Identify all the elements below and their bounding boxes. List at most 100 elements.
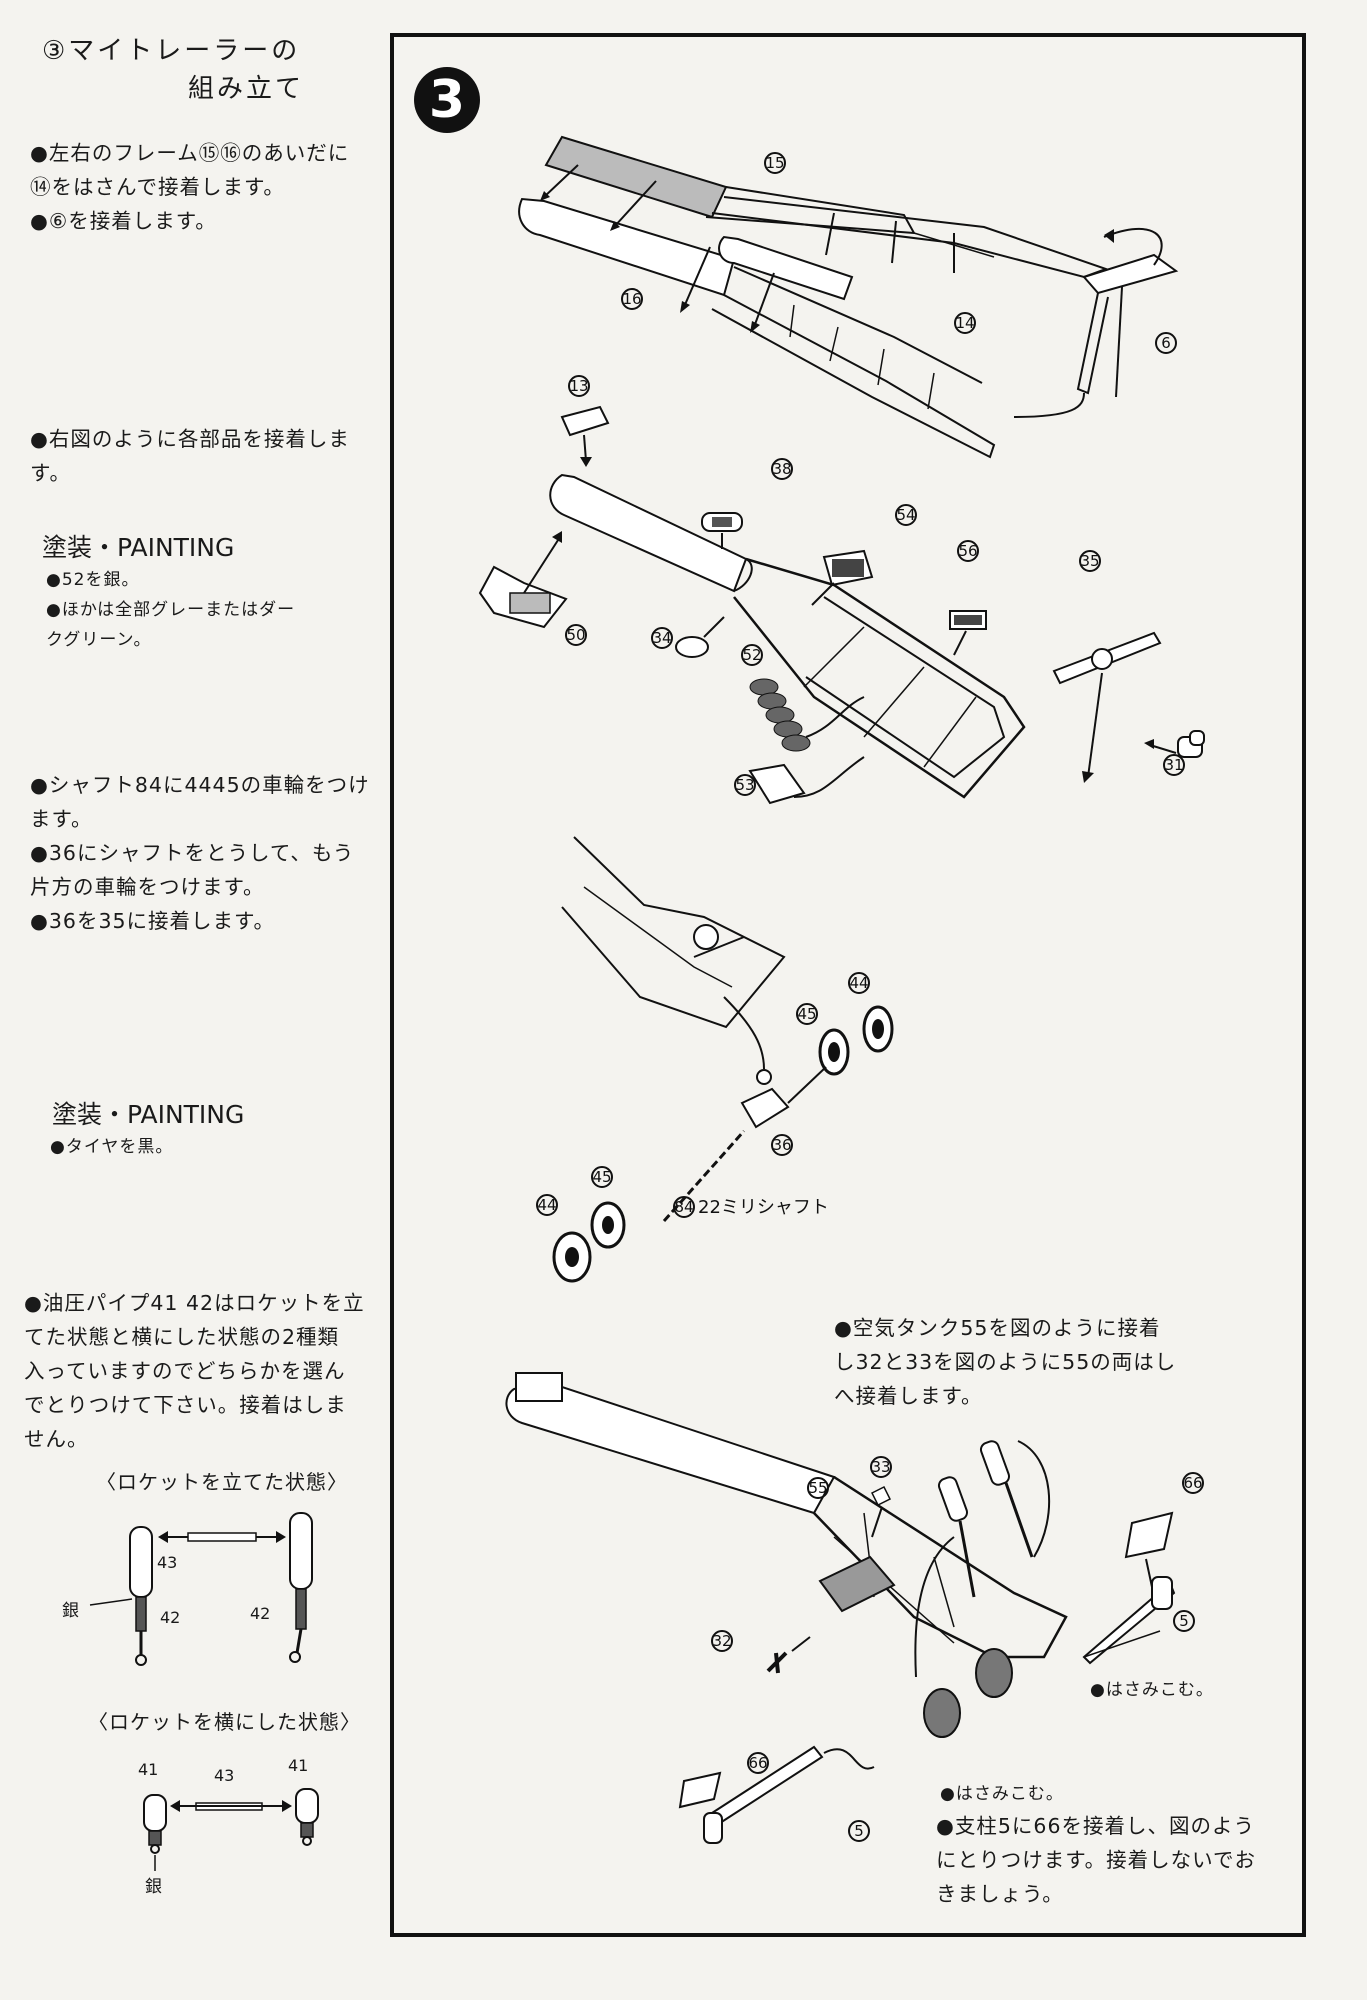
air-tank-line3: へ接着します。 [834, 1384, 983, 1408]
section-heading-line2: 組み立て [188, 74, 305, 104]
callout-33: 33 [871, 1458, 890, 1476]
part-34 [675, 616, 725, 658]
callout-14: 14 [955, 314, 974, 332]
part-number-42: 42 [250, 1604, 271, 1623]
part-36 [723, 996, 790, 1129]
part-56 [949, 610, 987, 656]
callout-52: 52 [742, 646, 761, 664]
air-tank-line2: し32と33を図のように55の両はし [834, 1350, 1177, 1374]
part-number-41: 41 [138, 1760, 159, 1779]
part-number-43: 43 [214, 1766, 235, 1785]
step4-line2: てた状態と横にした状態の2種類 [24, 1325, 340, 1349]
strut-5-bottom [703, 1745, 875, 1844]
part-callouts: 15 16 14 6 13 38 54 56 35 50 34 52 53 31… [536, 152, 1204, 1842]
step3-line2: ます。 [30, 807, 93, 831]
label-silver: 銀 [145, 1877, 162, 1897]
callout-35: 35 [1080, 552, 1099, 570]
strut-line3: きましょう。 [936, 1882, 1064, 1906]
part-52 [749, 678, 865, 752]
callout-66: 66 [1183, 1474, 1202, 1492]
strut-line1: ●支柱5に66を接着し、図のよう [936, 1814, 1256, 1838]
shaft-label: 22ミリシャフト [698, 1197, 829, 1218]
callout-38: 38 [772, 460, 791, 478]
callout-44: 44 [849, 974, 868, 992]
pipe-41-right [295, 1788, 319, 1846]
callout-31: 31 [1164, 756, 1183, 774]
caption-sideways: 〈ロケットを横にした状態〉 [88, 1710, 361, 1734]
sideways-pipe-diagram [143, 1788, 319, 1871]
part-66-top [1124, 1511, 1174, 1588]
frame-15-part [544, 135, 1109, 279]
strut-line2: にとりつけます。接着しないでお [936, 1848, 1257, 1872]
painting-note-2: ●タイヤを黒。 [50, 1137, 174, 1157]
part-54 [811, 549, 874, 606]
bracket-6-part [1076, 253, 1179, 398]
silver-leader-line [89, 1598, 133, 1606]
callout-84: 84 [674, 1198, 693, 1216]
section-heading-line1: ③マイトレーラーの [42, 36, 301, 66]
part-66-bottom [678, 1771, 722, 1809]
insert-note-2: ●はさみこむ。 [940, 1784, 1064, 1804]
pipe-42-right [289, 1512, 313, 1663]
callout-5: 5 [1179, 1612, 1189, 1630]
callout-53: 53 [735, 776, 754, 794]
crossbar-14-part [718, 235, 854, 301]
part-53 [748, 756, 865, 805]
callout-32: 32 [712, 1632, 731, 1650]
callout-45: 45 [797, 1005, 816, 1023]
painting-title-1: 塗装・PAINTING [42, 533, 235, 562]
wheel-pair-bed [923, 1648, 1013, 1738]
step4-line1: ●油圧パイプ41 42はロケットを立 [24, 1291, 365, 1315]
painting-note-1a: ●52を銀。 [46, 570, 140, 590]
rod-43 [158, 1531, 286, 1543]
trailer-bed-lower [505, 1372, 1068, 1659]
upright-pipe-diagram [89, 1512, 313, 1666]
part-13 [560, 405, 610, 467]
insert-note-1: ●はさみこむ。 [1090, 1680, 1214, 1700]
step-number-badge: 3 [414, 67, 480, 133]
step4-line4: でとりつけて下さい。接着はしま [24, 1393, 347, 1417]
shock-absorbers [914, 1440, 1051, 1678]
part-33 [870, 1485, 892, 1538]
assembly-diagram-panel: 3 [390, 33, 1306, 1937]
frame-16-part [518, 197, 996, 459]
wheels-44-45-left [552, 1201, 626, 1283]
step4-line3: 入っていますのでどちらかを選ん [24, 1359, 346, 1383]
step3-line5: ●36を35に接着します。 [30, 909, 276, 933]
step4-line5: せん。 [24, 1427, 89, 1451]
assembly-illustration: 15 16 14 6 13 38 54 56 35 50 34 52 53 31… [478, 135, 1205, 1844]
callout-55: 55 [808, 1479, 827, 1497]
callout-6: 6 [1161, 334, 1171, 352]
callout-15: 15 [765, 154, 784, 172]
wheel-assembly-frame [561, 836, 786, 1029]
rod-43-side [170, 1800, 292, 1812]
part-number-42: 42 [160, 1608, 181, 1627]
callout-66: 66 [748, 1754, 767, 1772]
step1-line1: ●左右のフレーム⑮⑯のあいだに [30, 141, 350, 165]
part-38 [701, 512, 743, 549]
callout-5: 5 [854, 1822, 864, 1840]
callout-50: 50 [566, 626, 585, 644]
part-55-air-tank [818, 1555, 896, 1613]
step1-line2: ⑭をはさんで接着します。 [30, 175, 285, 199]
callout-13: 13 [569, 377, 588, 395]
strut-5-top [1082, 1576, 1176, 1665]
air-tank-line1: ●空気タンク55を図のように接着 [834, 1316, 1161, 1340]
wheels-44-45-right [787, 1005, 894, 1104]
painting-title-2: 塗装・PAINTING [52, 1100, 245, 1129]
painting-note-1b: ●ほかは全部グレーまたはダー [46, 600, 296, 620]
callout-44: 44 [537, 1196, 556, 1214]
part-32 [766, 1636, 811, 1674]
label-silver: 銀 [62, 1601, 79, 1621]
callout-56: 56 [958, 542, 977, 560]
step3-line3: ●36にシャフトをとうして、もう [30, 841, 355, 865]
callout-45: 45 [592, 1168, 611, 1186]
step3-line4: 片方の車輪をつけます。 [30, 875, 265, 899]
step2-line1: ●右図のように各部品を接着しま [30, 427, 350, 451]
instruction-column: ③マイトレーラーの 組み立て ●左右のフレーム⑮⑯のあいだに ⑭をはさんで接着し… [0, 0, 385, 2000]
trailer-frame-lower [733, 557, 1026, 799]
part-50 [478, 531, 568, 629]
step3-line1: ●シャフト84に4445の車輪をつけ [30, 773, 370, 797]
assembly-arrows-1 [540, 164, 1163, 418]
callout-16: 16 [622, 290, 641, 308]
